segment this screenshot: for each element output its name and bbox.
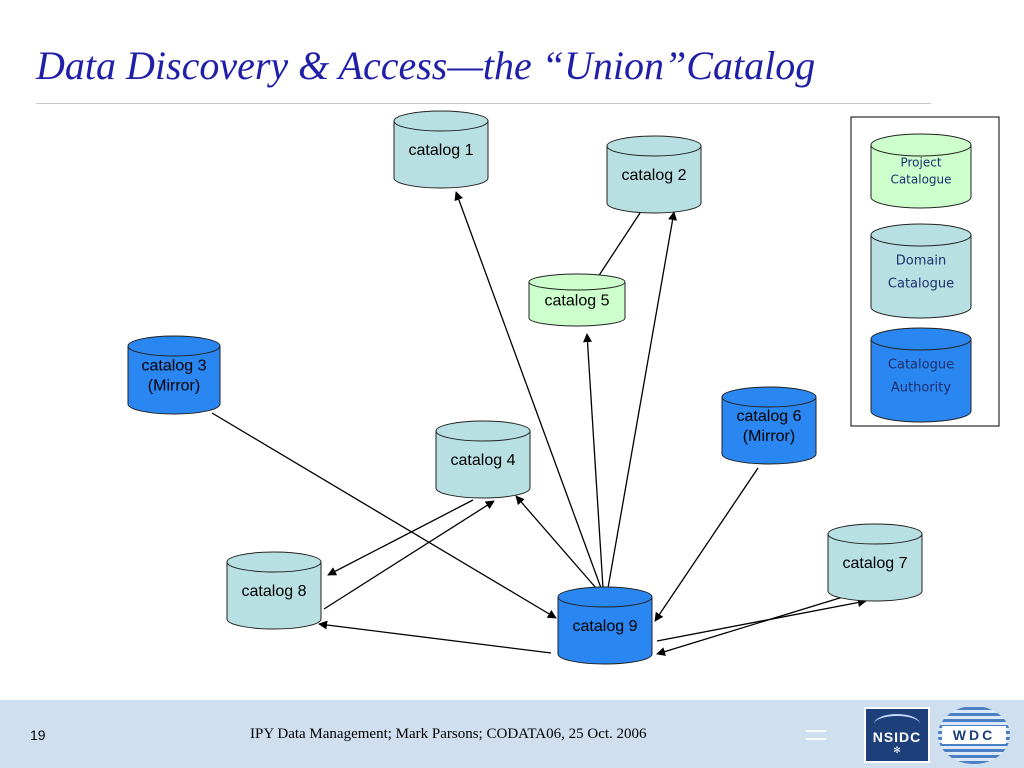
node-c5-top: [528, 273, 626, 291]
edge-c3-to-c9: [211, 412, 557, 619]
node-c7-top: [827, 523, 923, 545]
legend-domain-body: [870, 235, 972, 319]
node-c1-label-line: catalog 1: [409, 142, 474, 159]
node-c7-label-line: catalog 7: [843, 555, 908, 572]
node-c3: catalog 3 (Mirror): [127, 335, 221, 415]
node-c5-body: [528, 282, 626, 327]
edge-c9-to-c7: [656, 598, 867, 642]
node-c5: catalog 5: [528, 273, 626, 327]
legend-domain-label-line: Catalogue: [888, 276, 954, 291]
edge-c9-to-c8: [318, 620, 552, 654]
nsidc-logo-text: NSIDC: [872, 729, 922, 745]
node-c9-label-line: catalog 9: [573, 618, 638, 635]
legend-authority-body: [870, 339, 972, 423]
node-c1-top: [393, 110, 489, 132]
legend-project-label-line: Catalogue: [890, 173, 951, 187]
globe-arc-icon: [874, 714, 920, 734]
node-c2-body: [606, 146, 702, 214]
legend-layer: ProjectCatalogueDomainCatalogueCatalogue…: [870, 133, 972, 423]
legend-project-label-line: Project: [900, 156, 941, 170]
node-c3-top: [127, 335, 221, 357]
legend-domain-top: [870, 223, 972, 247]
nsidc-logo: NSIDC ✻: [864, 707, 930, 763]
legend-authority-label-line: Authority: [891, 380, 951, 395]
node-c8-body: [226, 562, 322, 630]
edge-c9-to-c4: [515, 495, 597, 589]
node-c7: catalog 7: [827, 523, 923, 602]
node-c3-body: [127, 346, 221, 415]
legend-project-body: [870, 145, 972, 209]
node-c6-label-line: catalog 6: [737, 408, 802, 425]
small-mark-icon: [806, 730, 826, 740]
title-divider: [36, 103, 931, 104]
snowflake-icon: ✻: [893, 745, 901, 755]
node-c4: catalog 4: [435, 420, 531, 499]
edge-c4-to-c8: [327, 499, 474, 576]
legend-project-top: [870, 133, 972, 157]
footer-bar: 19 IPY Data Management; Mark Parsons; CO…: [0, 700, 1024, 768]
legend-domain-label-line: Domain: [896, 253, 946, 268]
node-c3-label-line: catalog 3: [142, 358, 207, 375]
node-c2: catalog 2: [606, 135, 702, 214]
node-c6-label-line: (Mirror): [743, 428, 795, 445]
node-c8-top: [226, 551, 322, 573]
node-c4-label-line: catalog 4: [451, 452, 516, 469]
slide-title: Data Discovery & Access—the “Union”Catal…: [36, 43, 816, 88]
node-c9: catalog 9: [557, 586, 653, 665]
slide-number: 19: [30, 727, 46, 743]
node-c5-label-line: catalog 5: [545, 293, 610, 310]
node-c4-top: [435, 420, 531, 442]
legend-authority-top: [870, 327, 972, 351]
node-c6-body: [721, 397, 817, 465]
node-c6: catalog 6 (Mirror): [721, 386, 817, 465]
edge-c2-to-c5: [593, 212, 641, 284]
node-c1: catalog 1: [393, 110, 489, 189]
node-c2-label-line: catalog 2: [622, 167, 687, 184]
node-c1-body: [393, 121, 489, 189]
legend-authority-label-line: Catalogue: [888, 357, 954, 372]
node-c9-top: [557, 586, 653, 608]
edge-c7-to-c9: [656, 592, 857, 656]
edge-c9-to-c1: [454, 191, 602, 589]
edge-c8-to-c4: [323, 500, 495, 610]
node-c3-label-line: (Mirror): [148, 378, 200, 395]
node-c8: catalog 8: [226, 551, 322, 630]
node-c4-body: [435, 431, 531, 499]
edge-c9-to-c2: [607, 211, 678, 589]
node-c8-label-line: catalog 8: [242, 583, 307, 600]
edge-c9-to-c5: [583, 333, 604, 589]
wdc-logo-text: WDC: [942, 726, 1006, 744]
node-c2-top: [606, 135, 702, 157]
footer-credit: IPY Data Management; Mark Parsons; CODAT…: [250, 726, 647, 742]
edge-c6-to-c9: [654, 467, 759, 622]
edges-layer: [211, 191, 867, 656]
wdc-logo: WDC: [938, 706, 1010, 764]
node-c7-body: [827, 534, 923, 602]
node-c6-top: [721, 386, 817, 408]
node-c9-body: [557, 597, 653, 665]
